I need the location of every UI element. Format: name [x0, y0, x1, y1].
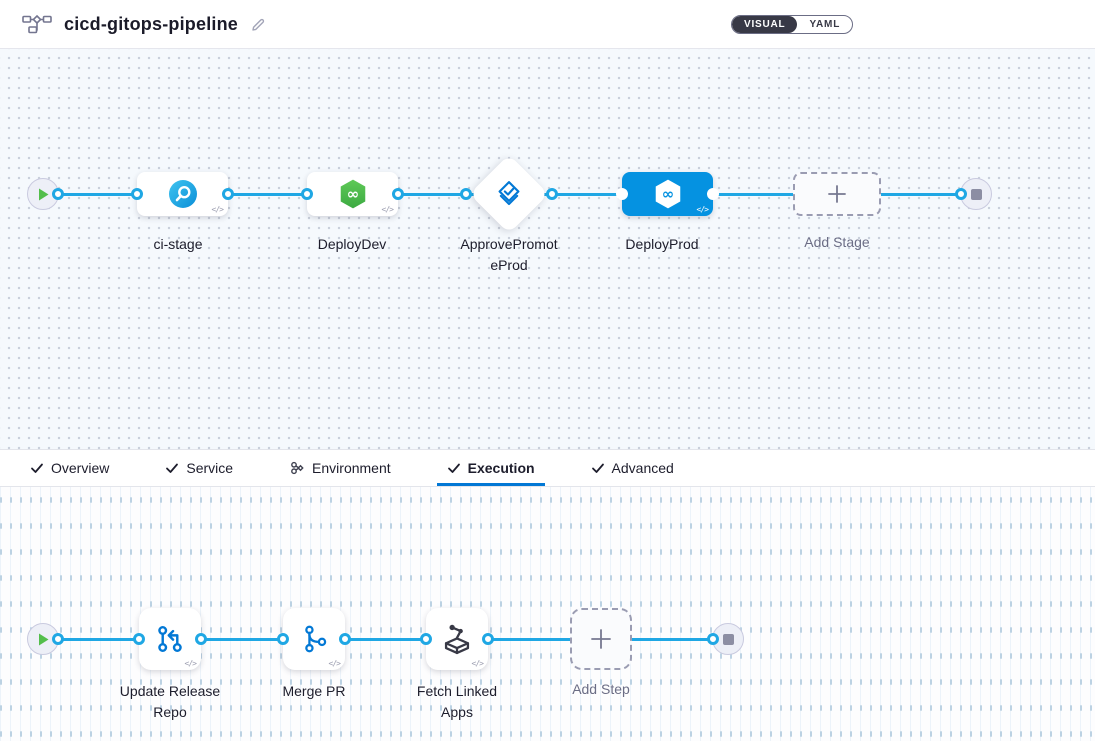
add-stage-button[interactable]: [793, 172, 881, 216]
connector-port[interactable]: [420, 633, 432, 645]
view-toggle: VISUAL YAML: [731, 15, 854, 34]
code-icon: </>: [696, 205, 709, 214]
fetch-linked-apps-icon: [444, 624, 470, 655]
code-icon: </>: [471, 659, 484, 668]
tab-label: Advanced: [611, 460, 674, 476]
stage-node-approvepromoteprod[interactable]: [469, 154, 549, 234]
check-icon: [166, 463, 179, 473]
connector-port[interactable]: [460, 188, 472, 200]
plus-icon: [828, 185, 846, 203]
svg-text:∞: ∞: [661, 185, 673, 203]
toggle-visual[interactable]: VISUAL: [732, 16, 798, 33]
stop-icon: [722, 633, 734, 645]
stage-label: ApprovePromoteProd: [460, 236, 558, 273]
connector-port[interactable]: [616, 188, 628, 200]
connector-port[interactable]: [52, 633, 64, 645]
stage-config-tabbar: Overview Service Environment Execution A…: [0, 449, 1095, 487]
approval-icon: [498, 181, 520, 206]
stop-icon: [970, 188, 982, 200]
header: cicd-gitops-pipeline VISUAL YAML: [0, 0, 1095, 49]
step-node-merge-pr[interactable]: </>: [283, 608, 345, 670]
connector-port[interactable]: [195, 633, 207, 645]
ci-build-icon: [168, 180, 197, 208]
stage-label: DeployDev: [317, 236, 387, 252]
check-icon: [591, 463, 604, 473]
pipeline-icon: [22, 14, 52, 34]
tab-label: Overview: [51, 460, 110, 476]
plus-icon: [591, 629, 611, 649]
step-label: Fetch Linked Apps: [416, 683, 498, 720]
stage-label: ci-stage: [153, 236, 203, 252]
connector-port[interactable]: [52, 188, 64, 200]
tab-execution[interactable]: Execution: [436, 450, 545, 486]
tab-advanced[interactable]: Advanced: [581, 450, 684, 486]
connector-port[interactable]: [392, 188, 404, 200]
page-title: cicd-gitops-pipeline: [64, 13, 239, 34]
add-stage-label: Add Stage: [804, 234, 870, 250]
tab-service[interactable]: Service: [155, 450, 243, 486]
svg-text:∞: ∞: [346, 185, 358, 203]
stage-label: DeployProd: [625, 236, 699, 252]
stage-node-deploydev[interactable]: ∞ </>: [307, 172, 398, 216]
connector-port[interactable]: [222, 188, 234, 200]
tab-label: Service: [186, 460, 234, 476]
connector-port[interactable]: [133, 633, 145, 645]
connector-port[interactable]: [131, 188, 143, 200]
toggle-yaml[interactable]: YAML: [809, 19, 841, 30]
tab-environment[interactable]: Environment: [279, 450, 401, 486]
tab-label: Environment: [312, 460, 391, 476]
connector-port[interactable]: [707, 633, 719, 645]
merge-pr-icon: [305, 625, 327, 653]
connector-port[interactable]: [339, 633, 351, 645]
stage-node-deployprod[interactable]: ∞ </>: [622, 172, 713, 216]
step-node-update-release-repo[interactable]: </>: [139, 608, 201, 670]
check-icon: [447, 463, 460, 473]
connector-port[interactable]: [277, 633, 289, 645]
code-icon: </>: [381, 205, 394, 214]
deployment-icon: ∞: [655, 179, 680, 209]
tab-label: Execution: [467, 460, 535, 476]
step-label: Merge PR: [282, 683, 346, 699]
connector-port[interactable]: [301, 188, 313, 200]
step-label: Update Release Repo: [119, 683, 221, 720]
update-release-repo-icon: [158, 626, 182, 652]
connector-port[interactable]: [482, 633, 494, 645]
environment-icon: [291, 461, 304, 475]
deployment-icon: ∞: [340, 179, 365, 209]
check-icon: [31, 463, 43, 473]
tab-overview[interactable]: Overview: [20, 450, 119, 486]
play-icon: [38, 188, 48, 200]
add-step-label: Add Step: [572, 681, 630, 697]
step-node-fetch-linked-apps[interactable]: </>: [426, 608, 488, 670]
stage-node-ci-stage[interactable]: </>: [137, 172, 228, 216]
add-step-button[interactable]: [570, 608, 632, 670]
code-icon: </>: [184, 659, 197, 668]
connector-port[interactable]: [546, 188, 558, 200]
edit-pencil-icon[interactable]: [250, 16, 267, 33]
execution-canvas[interactable]: </> Update Release Repo </> Merge PR: [0, 487, 1095, 741]
pipeline-start-node[interactable]: [27, 178, 59, 210]
code-icon: </>: [211, 205, 224, 214]
step-connector-line: [57, 637, 712, 641]
play-icon: [38, 633, 48, 645]
stage-canvas[interactable]: </> ci-stage ∞ </> DeployDev: [0, 49, 1095, 449]
connector-port[interactable]: [955, 188, 967, 200]
connector-port[interactable]: [707, 188, 719, 200]
code-icon: </>: [328, 659, 341, 668]
